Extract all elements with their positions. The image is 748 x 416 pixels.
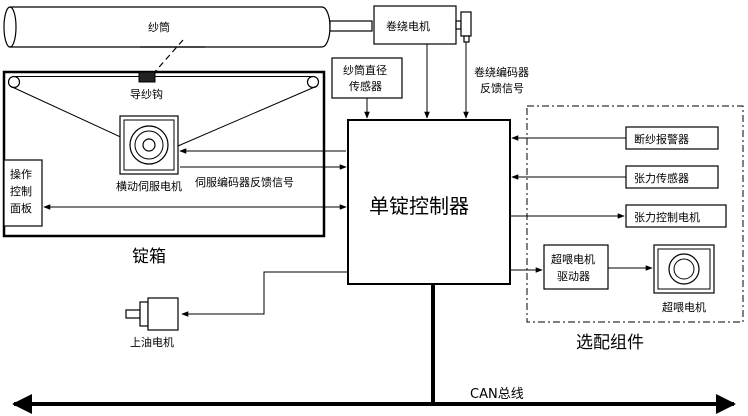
belt-right-diagonal	[163, 85, 318, 153]
spindle-box-label: 锭箱	[132, 247, 166, 267]
single-spindle-controller-label: 单锭控制器	[369, 194, 469, 218]
arrow-controller-to-oiling-motor	[181, 271, 348, 317]
yarn-path-dashed	[152, 39, 184, 75]
oiling-motor-label: 上油电机	[130, 335, 174, 349]
tension-control-motor-box: 张力控制电机	[625, 204, 727, 228]
operation-panel-box: 操作 控制 面板	[3, 159, 43, 227]
winding-motor-box: 卷绕电机	[373, 5, 457, 45]
winding-motor-label: 卷绕电机	[386, 19, 430, 33]
bobbin-diameter-sensor-line2: 传感器	[349, 80, 382, 93]
operation-panel-line1: 操作	[10, 167, 32, 181]
oiling-motor: 上油电机	[125, 297, 179, 349]
overfeed-motor-label: 超喂电机	[662, 300, 706, 314]
single-spindle-controller-box: 单锭控制器	[347, 119, 511, 285]
bobbin-cylinder: 纱筒	[3, 6, 331, 48]
servo-encoder-feedback-label: 伺服编码器反馈信号	[195, 175, 294, 189]
yarn-guide-hook-label: 导纱钩	[130, 87, 163, 101]
bobbin-label: 纱筒	[148, 20, 170, 34]
winding-shaft	[329, 20, 373, 32]
tension-control-motor-label: 张力控制电机	[634, 210, 700, 224]
optional-components-box: 选配组件	[526, 105, 744, 353]
tension-sensor-label: 张力传感器	[634, 172, 689, 185]
operation-panel-line2: 控制	[10, 184, 32, 198]
overfeed-motor-driver-box: 超喂电机 驱动器	[543, 244, 609, 290]
operation-panel-line3: 面板	[10, 201, 32, 215]
overfeed-motor-driver-line2: 驱动器	[557, 270, 590, 283]
can-bus-label: CAN总线	[470, 387, 524, 402]
tension-sensor-box: 张力传感器	[625, 165, 719, 189]
winding-encoder	[455, 11, 472, 43]
bobbin-diameter-sensor-box: 纱筒直径 传感器	[331, 57, 403, 99]
yarn-guide-hook: 导纱钩	[130, 71, 163, 101]
winding-encoder-feedback-line2: 反馈信号	[480, 82, 524, 95]
overfeed-motor-driver-line1: 超喂电机	[551, 252, 595, 266]
belt-left-diagonal	[9, 85, 139, 146]
yarn-break-alarm-box: 断纱报警器	[625, 126, 719, 150]
winding-encoder-feedback-line1: 卷绕编码器	[474, 65, 529, 79]
traverse-servo-motor: 横动伺服电机	[116, 115, 182, 193]
spindle-box: 锭箱	[2, 70, 326, 267]
traverse-servo-motor-label: 横动伺服电机	[116, 179, 182, 193]
optional-components-label: 选配组件	[576, 333, 644, 353]
bobbin-diameter-sensor-line1: 纱筒直径	[343, 63, 387, 77]
yarn-break-alarm-label: 断纱报警器	[634, 132, 689, 146]
overfeed-motor: 超喂电机	[653, 244, 715, 314]
